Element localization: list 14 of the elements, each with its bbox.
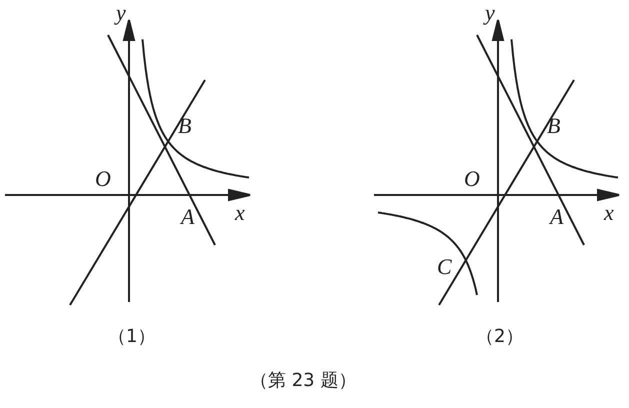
axis-label: y [116, 2, 126, 24]
figure-number: （1） [108, 328, 156, 346]
caption: （第 23 题） [250, 372, 356, 390]
axis-label: x [235, 202, 245, 224]
axis-label: y [485, 2, 495, 24]
point-label: A [550, 206, 564, 228]
point-label: C [437, 256, 452, 278]
origin-label: O [464, 168, 480, 190]
figure-number: （2） [476, 328, 524, 346]
point-label: B [178, 115, 192, 137]
point-label: A [181, 206, 194, 228]
origin-label: O [95, 168, 111, 190]
point-label: B [547, 115, 560, 137]
axis-label: x [604, 202, 614, 224]
